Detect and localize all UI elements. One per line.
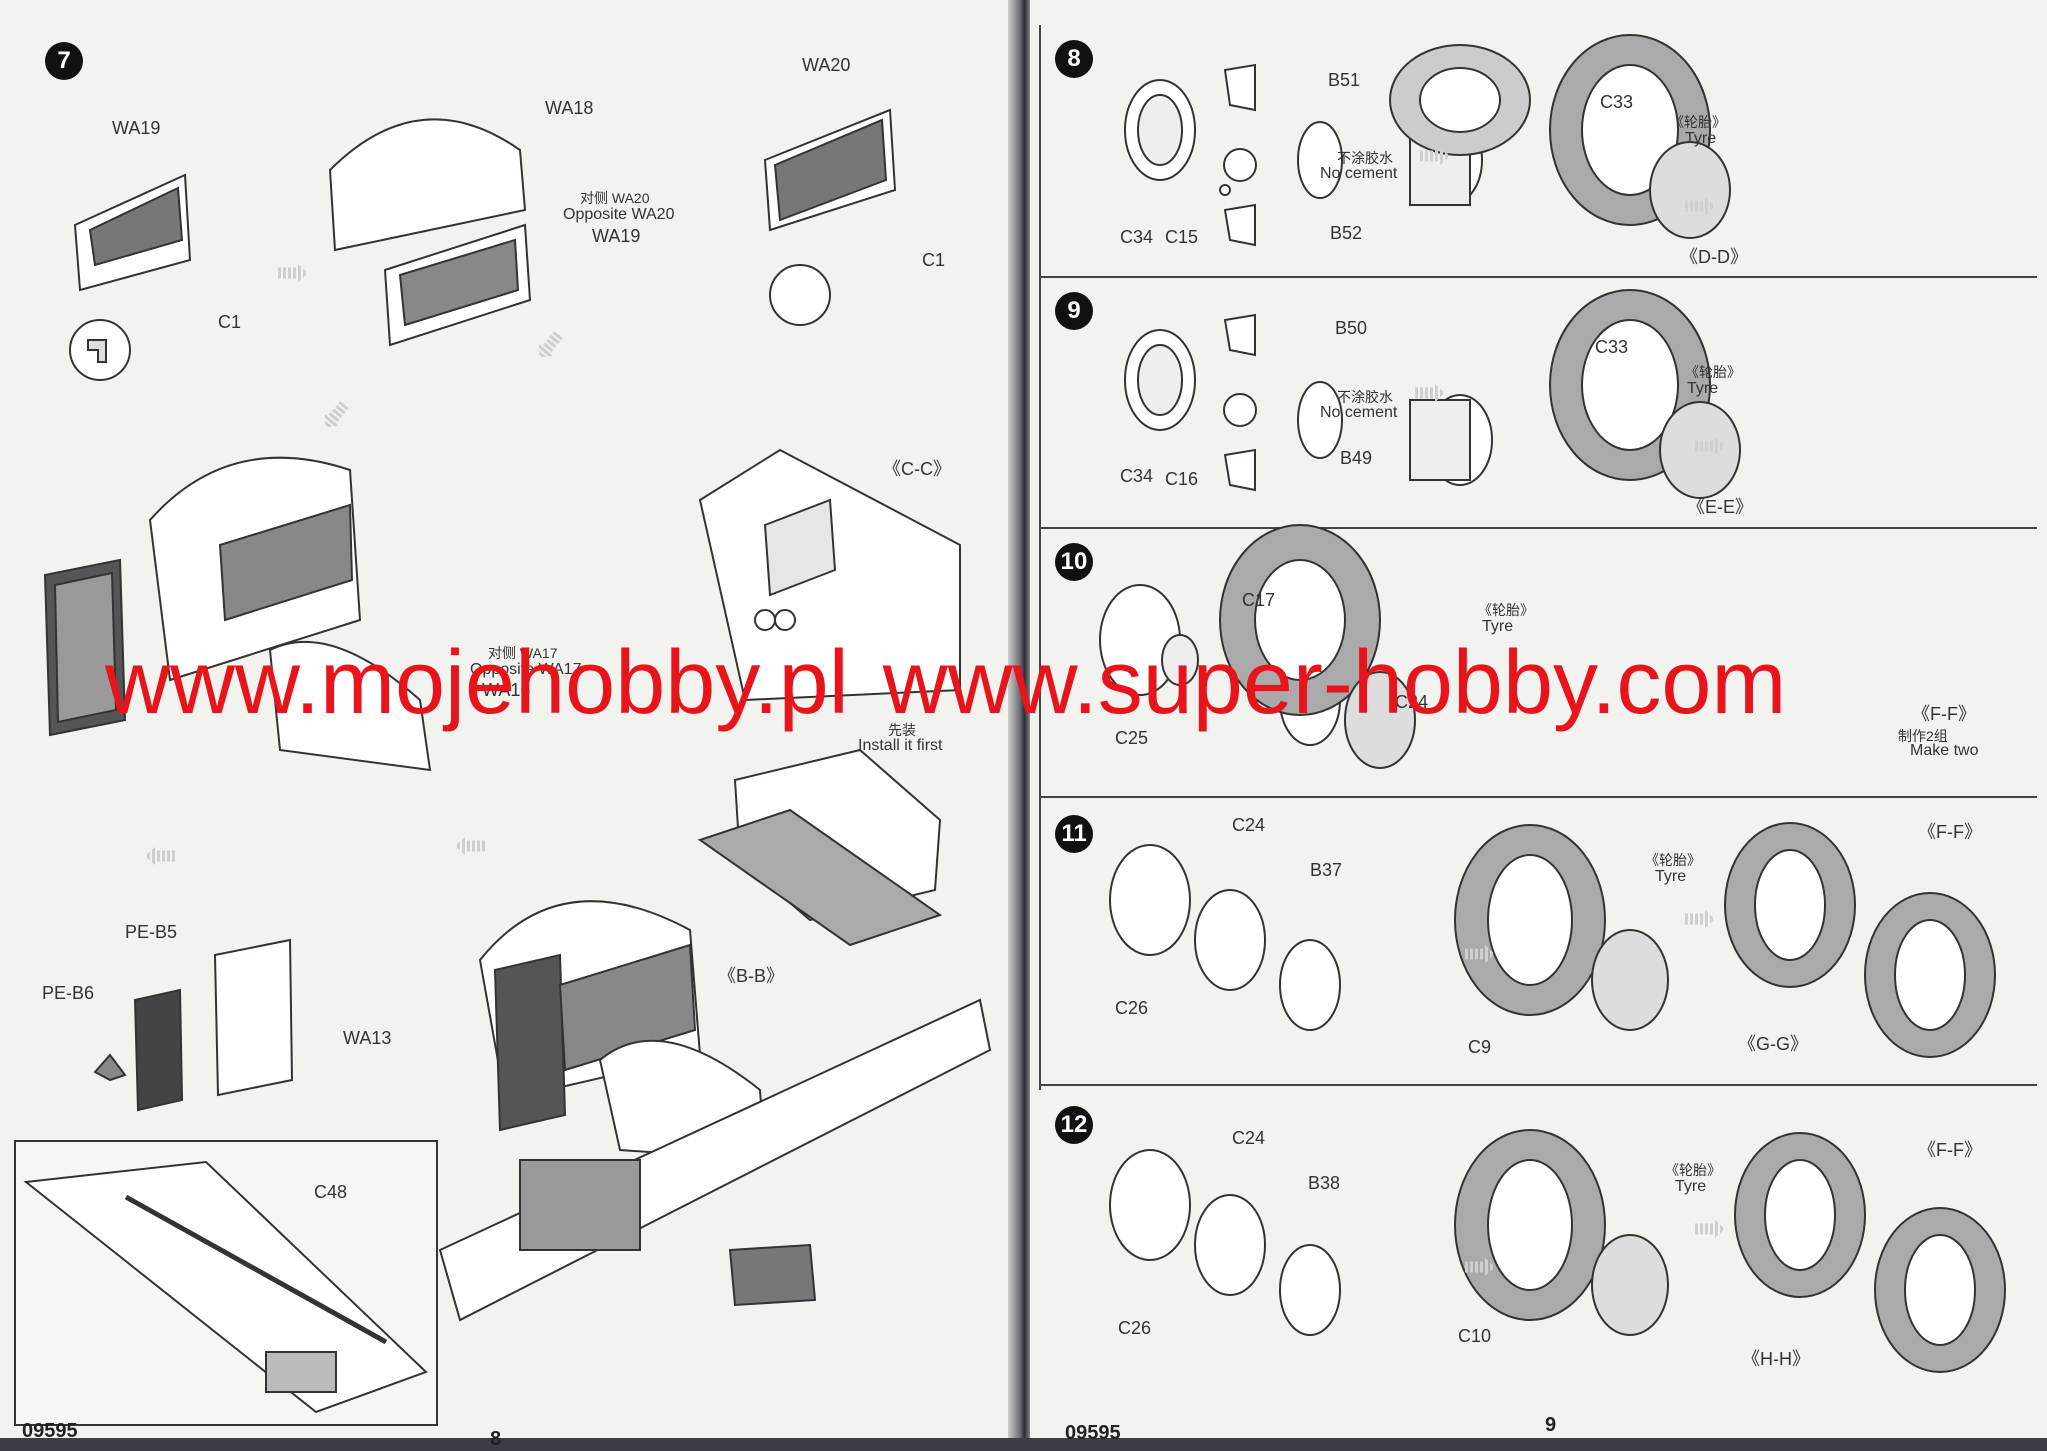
part-label: B51 (1328, 70, 1361, 90)
part-label-pe-b5: PE-B5 (125, 922, 178, 942)
step-8-badge: 8 (1055, 40, 1093, 78)
make-two-cn: 制作2组 (1898, 728, 1948, 744)
no-cement-cn: 不涂胶水 (1337, 150, 1393, 166)
part-label: B52 (1330, 223, 1363, 243)
tyre-cn: 《轮胎》 (1685, 364, 1741, 380)
tyre-cn: 《轮胎》 (1478, 602, 1534, 618)
tyre-en: Tyre (1655, 868, 1687, 885)
view-label: 《D-D》 (1680, 247, 1748, 267)
part-label-wa16: WA16 (482, 680, 531, 700)
note-install-first-en: Install it first (858, 737, 943, 754)
part-label: C24 (1232, 1128, 1266, 1148)
part-label-wa20: WA20 (802, 55, 851, 75)
step-10-badge: 10 (1055, 543, 1093, 581)
step-12-badge: 12 (1055, 1106, 1093, 1144)
tyre-en: Tyre (1685, 130, 1717, 147)
tyre-en: Tyre (1687, 380, 1719, 397)
step-arrow (1695, 1218, 1725, 1240)
step-arrow (1465, 1256, 1495, 1278)
step-arrow (1685, 195, 1715, 217)
part-label-wa19: WA19 (592, 226, 641, 246)
watermark-site-1: www.mojehobby.pl (105, 633, 849, 733)
note-opposite-wa17-cn: 对侧 WA17 (488, 645, 558, 661)
part-label-c1: C1 (922, 250, 946, 270)
no-cement-cn: 不涂胶水 (1337, 389, 1393, 405)
view-label: 《F-F》 (1918, 822, 1982, 842)
part-label: C9 (1468, 1037, 1492, 1057)
part-label-c48: C48 (314, 1182, 348, 1202)
step-7-badge: 7 (45, 42, 83, 80)
page-number: 8 (490, 1428, 502, 1450)
step-arrow (1695, 435, 1725, 457)
no-cement-en: No cement (1320, 165, 1398, 182)
part-label: C26 (1115, 998, 1149, 1018)
view-label: 《H-H》 (1742, 1349, 1810, 1369)
step-arrow (1685, 908, 1715, 930)
no-cement-en: No cement (1320, 404, 1398, 421)
note-opposite-wa17-en: Opposite WA17 (470, 661, 582, 678)
right-instruction-page: 8 B51 不涂胶水 No cement B52 C34 C15 C33 《轮胎… (1030, 0, 2047, 1444)
note-install-first-cn: 先装 (888, 722, 916, 738)
part-label-wa13: WA13 (343, 1028, 392, 1048)
footer-catalog-code: 09595 (1065, 1422, 1121, 1444)
part-label: C34 (1120, 227, 1154, 247)
watermark-site-2: www.super-hobby.com (882, 633, 1787, 733)
part-label: B38 (1308, 1173, 1341, 1193)
part-label-pe-b6: PE-B6 (42, 983, 95, 1003)
part-label: C24 (1395, 692, 1429, 712)
part-label: C10 (1458, 1326, 1492, 1346)
part-label-wa18: WA18 (545, 98, 594, 118)
make-two-en: Make two (1910, 742, 1979, 759)
view-label: 《E-E》 (1687, 497, 1754, 517)
tyre-en: Tyre (1482, 618, 1514, 635)
step-arrow (1415, 382, 1445, 404)
note-opposite-en: Opposite WA20 (563, 206, 675, 223)
detail-inset: C48 (14, 1140, 438, 1426)
step-arrow (278, 262, 308, 284)
part-label: C34 (1120, 466, 1154, 486)
view-label: 《F-F》 (1912, 704, 1976, 724)
step-arrow (1420, 145, 1450, 167)
part-label: B49 (1340, 448, 1373, 468)
part-label: B50 (1335, 318, 1368, 338)
right-page-illustrations (1039, 25, 2037, 1373)
footer-catalog-code: 09595 (22, 1420, 78, 1442)
inset-illustration (23, 1160, 428, 1414)
page-number: 9 (1545, 1414, 1557, 1436)
tyre-cn: 《轮胎》 (1665, 1162, 1721, 1178)
step-arrow (1465, 943, 1495, 965)
step-7-illustration (43, 108, 992, 1322)
part-label: C33 (1600, 92, 1634, 112)
tyre-en: Tyre (1675, 1178, 1707, 1195)
part-label: C26 (1118, 1318, 1152, 1338)
part-label: C17 (1242, 590, 1276, 610)
left-instruction-page: 7 (0, 0, 1015, 1450)
part-label: C33 (1595, 337, 1629, 357)
part-label: B37 (1310, 860, 1343, 880)
view-label: 《G-G》 (1738, 1034, 1808, 1054)
view-label-cc: 《C-C》 (883, 459, 951, 479)
step-9-badge: 9 (1055, 292, 1093, 330)
part-label-c1: C1 (218, 312, 242, 332)
part-label: C25 (1115, 728, 1149, 748)
part-label: C16 (1165, 469, 1199, 489)
part-label-wa19: WA19 (112, 118, 161, 138)
view-label: 《F-F》 (1918, 1140, 1982, 1160)
part-label: C15 (1165, 227, 1199, 247)
tyre-cn: 《轮胎》 (1670, 114, 1726, 130)
step-11-badge: 11 (1055, 815, 1093, 853)
note-opposite-cn: 对侧 WA20 (580, 190, 650, 206)
tyre-cn: 《轮胎》 (1645, 852, 1701, 868)
part-label: C24 (1232, 815, 1266, 835)
view-label-bb: 《B-B》 (718, 966, 785, 986)
